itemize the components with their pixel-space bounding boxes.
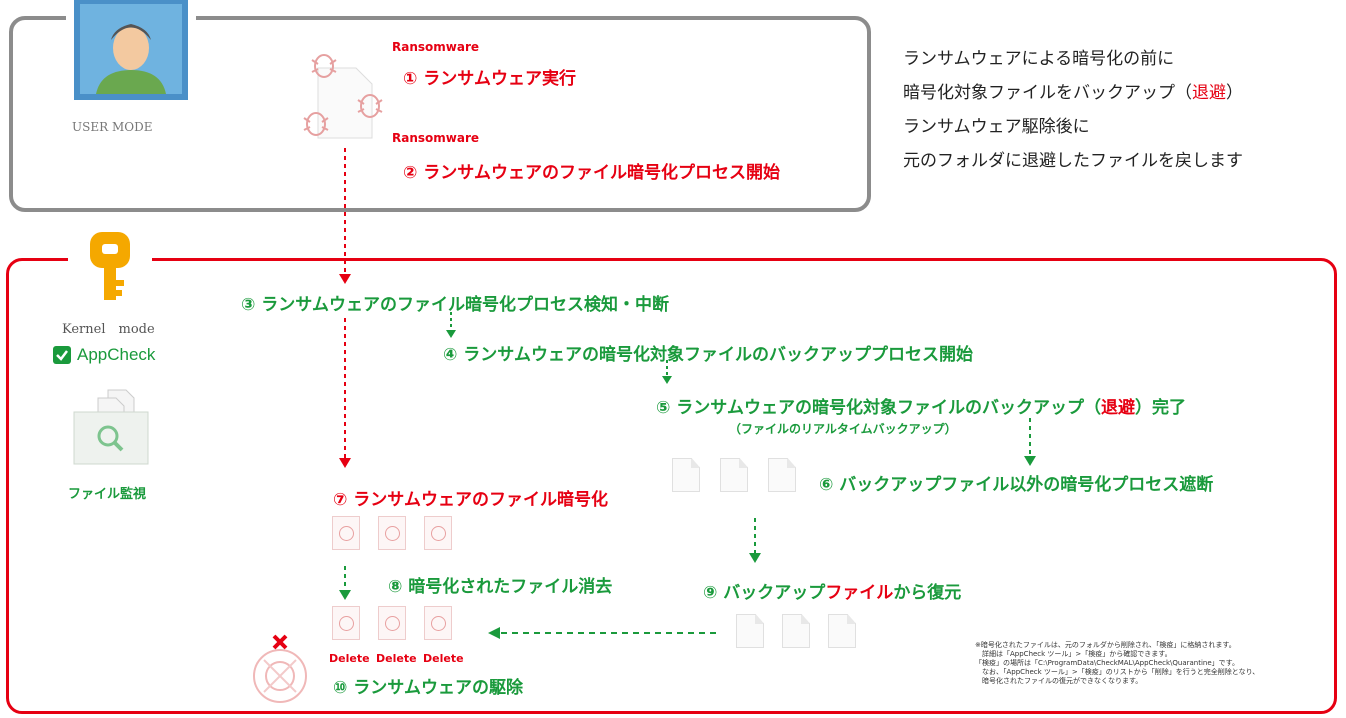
delete-label: Delete bbox=[329, 652, 370, 665]
file-monitor-icon bbox=[68, 384, 154, 468]
description-line-1: ランサムウェアによる暗号化の前に bbox=[903, 49, 1175, 69]
footnote: ※暗号化されたファイルは、元のフォルダから削除され、「検疫」に格納されます。 詳… bbox=[975, 641, 1259, 686]
kernel-mode-label: Kernel mode bbox=[62, 322, 155, 337]
step-5-sub: （ファイルのリアルタイムバックアップ） bbox=[729, 422, 957, 436]
document-icon bbox=[720, 458, 748, 492]
appcheck-label: AppCheck bbox=[77, 345, 156, 364]
document-icon bbox=[672, 458, 700, 492]
footnote-line: なお、「AppCheck ツール」>「検疫」のリストから「削除」を行うと完全削除… bbox=[975, 668, 1260, 676]
document-icon bbox=[828, 614, 856, 648]
key-icon bbox=[68, 232, 152, 312]
encrypted-document-icon bbox=[424, 516, 452, 550]
virus-removed-icon bbox=[244, 632, 320, 706]
footnote-line: 暗号化されたファイルの復元ができなくなります。 bbox=[975, 677, 1143, 685]
step-3: ③ ランサムウェアのファイル暗号化プロセス検知・中断 bbox=[241, 295, 669, 315]
footnote-line: ※暗号化されたファイルは、元のフォルダから削除され、「検疫」に格納されます。 bbox=[975, 641, 1236, 649]
encrypted-document-icon bbox=[378, 606, 406, 640]
user-mode-box bbox=[9, 16, 871, 212]
footnote-line: 詳細は「AppCheck ツール」>「検疫」から確認できます。 bbox=[975, 650, 1172, 658]
delete-label: Delete bbox=[423, 652, 464, 665]
step-2: ② ランサムウェアのファイル暗号化プロセス開始 bbox=[403, 163, 780, 183]
description-line-3: ランサムウェア駆除後に bbox=[903, 117, 1090, 137]
step-7: ⑦ ランサムウェアのファイル暗号化 bbox=[333, 490, 608, 510]
encrypted-document-icon bbox=[378, 516, 406, 550]
description-line-2: 暗号化対象ファイルをバックアップ（退避） bbox=[903, 83, 1243, 103]
user-mode-label: USER MODE bbox=[72, 120, 153, 134]
document-icon bbox=[768, 458, 796, 492]
step-5: ⑤ ランサムウェアの暗号化対象ファイルのバックアップ（退避）完了 bbox=[656, 398, 1186, 418]
appcheck-brand: AppCheck bbox=[52, 345, 155, 365]
encrypted-document-icon bbox=[332, 516, 360, 550]
user-monitor-icon bbox=[66, 0, 196, 110]
description: ランサムウェアによる暗号化の前に 暗号化対象ファイルをバックアップ（退避） ラン… bbox=[903, 42, 1243, 178]
step-8: ⑧ 暗号化されたファイル消去 bbox=[388, 577, 613, 597]
shield-check-icon bbox=[53, 346, 71, 364]
ransomware-tag-2: Ransomware bbox=[392, 131, 480, 145]
step-4: ④ ランサムウェアの暗号化対象ファイルのバックアッププロセス開始 bbox=[443, 345, 973, 365]
step-1: ① ランサムウェア実行 bbox=[403, 69, 576, 89]
encrypted-document-icon bbox=[332, 606, 360, 640]
description-line-4: 元のフォルダに退避したファイルを戻します bbox=[903, 151, 1243, 171]
document-icon bbox=[736, 614, 764, 648]
kernel-mode-box bbox=[6, 258, 1337, 714]
step-9: ⑨ バックアップファイルから復元 bbox=[703, 583, 962, 603]
step-6: ⑥ バックアップファイル以外の暗号化プロセス遮断 bbox=[819, 475, 1214, 495]
document-icon bbox=[782, 614, 810, 648]
file-monitor-label: ファイル監視 bbox=[68, 487, 147, 502]
delete-label: Delete bbox=[376, 652, 417, 665]
step-10: ⑩ ランサムウェアの駆除 bbox=[333, 678, 523, 698]
bug-file-icon bbox=[298, 46, 394, 146]
encrypted-document-icon bbox=[424, 606, 452, 640]
ransomware-tag-1: Ransomware bbox=[392, 40, 480, 54]
footnote-line: 「検疫」の場所は「C:\ProgramData\CheckMAL\AppChec… bbox=[975, 659, 1239, 667]
